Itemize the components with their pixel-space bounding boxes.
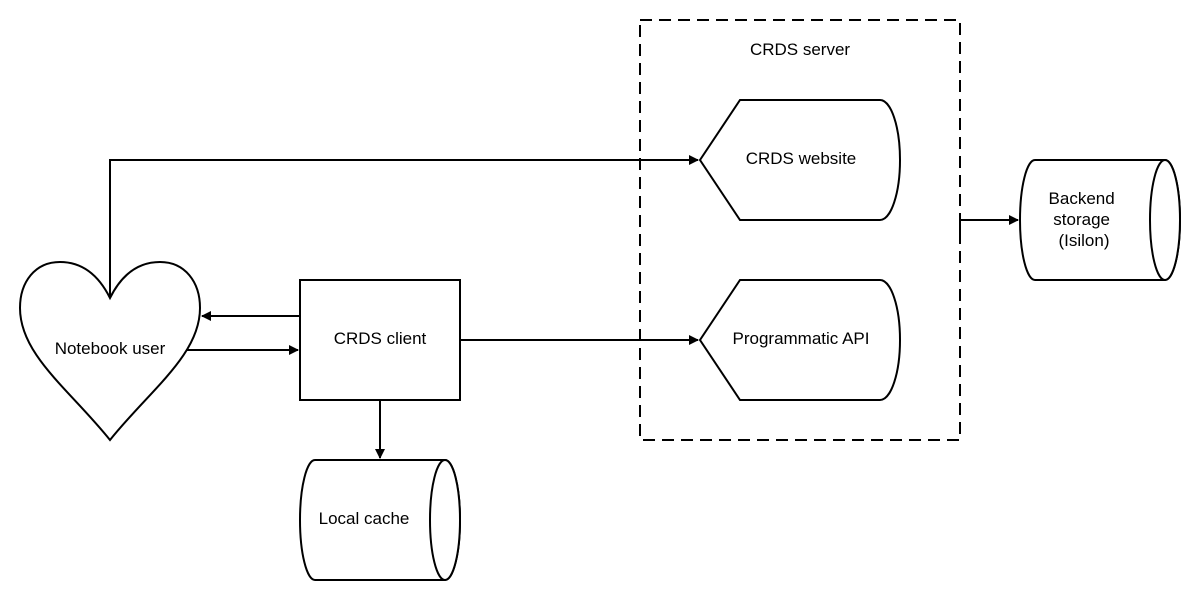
crds-server-group: CRDS server <box>639 19 961 441</box>
crds-website-label: CRDS website <box>746 149 857 168</box>
crds-server-label: CRDS server <box>750 40 850 59</box>
programmatic-api-shape <box>698 279 901 401</box>
local-cache-node: Local cache <box>299 459 461 581</box>
crds-website-shape <box>698 99 901 221</box>
backend-storage-end <box>1149 159 1181 281</box>
backend-storage-label-line-1: Backend <box>1049 189 1115 208</box>
notebook-user-node: Notebook user <box>18 260 202 442</box>
crds-client-label: CRDS client <box>334 329 427 348</box>
crds-server-boundary <box>639 19 961 441</box>
edge-user-to-website <box>109 155 699 298</box>
notebook-user-label: Notebook user <box>55 339 166 358</box>
local-cache-label: Local cache <box>319 509 410 528</box>
crds-website-node: CRDS website <box>698 99 901 221</box>
backend-storage-label-line-2: storage <box>1053 210 1110 229</box>
programmatic-api-label: Programmatic API <box>733 329 870 348</box>
backend-storage-label: Backend storage (Isilon) <box>1049 189 1120 250</box>
crds-client-node: CRDS client <box>299 279 461 401</box>
backend-storage-label-line-3: (Isilon) <box>1058 231 1109 250</box>
programmatic-api-node: Programmatic API <box>698 279 901 401</box>
local-cache-end <box>429 459 461 581</box>
edge-server-to-storage <box>959 215 1019 235</box>
backend-storage-node: Backend storage (Isilon) <box>1019 159 1181 281</box>
heart-shape <box>18 260 202 442</box>
